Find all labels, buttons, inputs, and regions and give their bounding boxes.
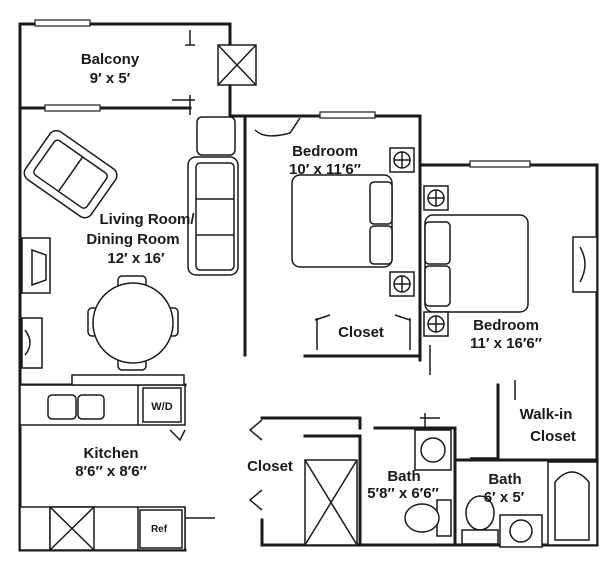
kitchen-counter-bottom bbox=[19, 506, 186, 551]
kitchen-size: 8′6″ x 8′6″ bbox=[75, 463, 147, 480]
fireplace-icon bbox=[21, 237, 51, 294]
nightstand-icon bbox=[389, 147, 415, 173]
walkin-name-line1: Walk-in bbox=[520, 406, 573, 423]
balcony-box-icon bbox=[217, 44, 257, 86]
walkin-name-line2: Closet bbox=[530, 428, 576, 445]
bath1-size: 5′8″ x 6′6″ bbox=[367, 485, 439, 502]
window-bedroom2 bbox=[469, 160, 531, 168]
bath1-name: Bath bbox=[387, 468, 420, 485]
room-labels: Balcony 9′ x 5′ Living Room/ Dining Room… bbox=[75, 51, 576, 535]
bedroom2-name: Bedroom bbox=[473, 317, 539, 334]
armchair-icon bbox=[196, 116, 236, 156]
kitchen-counter-top bbox=[19, 374, 186, 426]
nightstand-icon bbox=[423, 185, 449, 211]
bedroom2-size: 11′ x 16′6″ bbox=[470, 335, 542, 352]
sink-icon bbox=[47, 394, 77, 420]
side-cabinet-icon bbox=[21, 317, 43, 369]
bed-icon bbox=[291, 147, 415, 297]
washer-dryer-label: W/D bbox=[151, 401, 172, 413]
window-bedroom1 bbox=[319, 111, 376, 119]
balcony-name: Balcony bbox=[81, 51, 140, 68]
sofa-icon bbox=[187, 156, 239, 276]
nightstand-icon bbox=[423, 311, 449, 337]
furniture bbox=[19, 44, 598, 551]
refrigerator bbox=[139, 509, 183, 549]
windows bbox=[34, 19, 531, 168]
kitchen-name: Kitchen bbox=[83, 445, 138, 462]
living-size: 12′ x 16′ bbox=[107, 250, 165, 267]
living-name-line2: Dining Room bbox=[86, 231, 179, 248]
washer-dryer bbox=[142, 387, 182, 423]
nightstand-icon bbox=[389, 271, 415, 297]
dresser-icon bbox=[572, 236, 598, 293]
bath2-name: Bath bbox=[488, 471, 521, 488]
bedroom1-name: Bedroom bbox=[292, 143, 358, 160]
sink-icon bbox=[77, 394, 105, 420]
living-name-line1: Living Room/ bbox=[100, 211, 196, 228]
bath2-size: 6′ x 5′ bbox=[484, 489, 525, 506]
bath2-fixtures bbox=[461, 461, 598, 548]
window-living bbox=[44, 104, 101, 112]
closet2-name: Closet bbox=[247, 458, 293, 475]
closet1-name: Closet bbox=[338, 324, 384, 341]
refrigerator-label: Ref bbox=[151, 524, 168, 535]
loveseat-icon bbox=[23, 129, 118, 219]
water-heater-icon bbox=[304, 459, 358, 546]
dining-table-icon bbox=[87, 275, 179, 371]
bedroom1-size: 10′ x 11′6″ bbox=[289, 161, 361, 178]
toilet-icon bbox=[461, 495, 499, 545]
window-balcony bbox=[34, 19, 91, 27]
balcony-size: 9′ x 5′ bbox=[90, 70, 131, 87]
toilet-icon bbox=[404, 499, 452, 537]
doors bbox=[169, 30, 470, 511]
bathtub-icon bbox=[547, 461, 598, 546]
bath1-fixtures bbox=[404, 429, 452, 537]
bed-icon bbox=[423, 185, 529, 337]
